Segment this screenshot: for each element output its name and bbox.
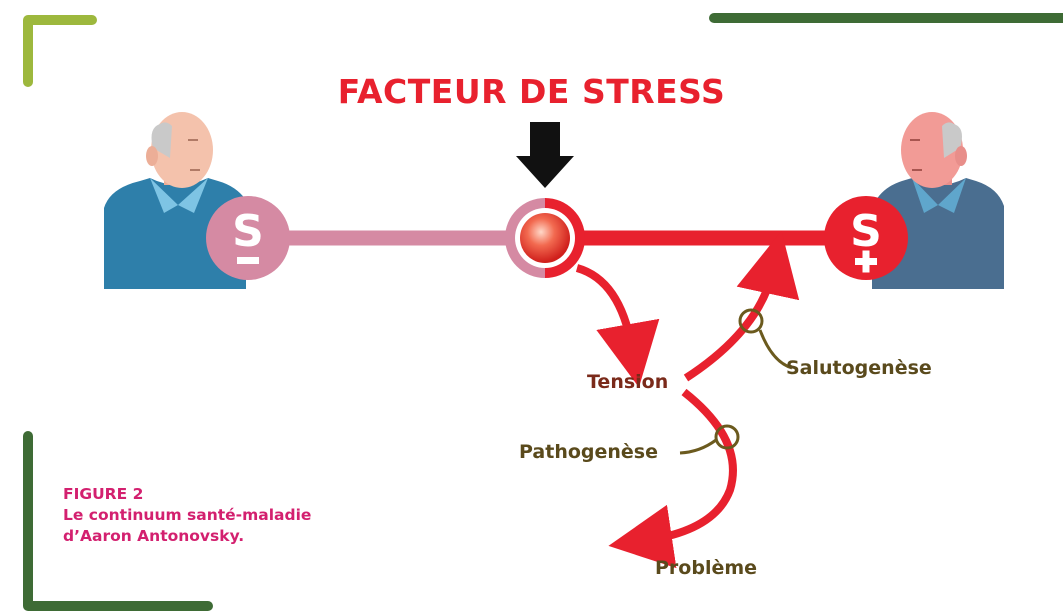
person-left-illustration [104,112,246,289]
figure-caption: FIGURE 2 Le continuum santé-maladie d’Aa… [63,484,311,547]
arrow-salutogenesis [683,230,800,382]
pathogenesis-ring [714,424,740,450]
stressor-ball [505,198,585,278]
salutogenesis-leader [758,329,793,370]
pole-left-minus-sign [237,257,259,264]
pole-right-circle [824,196,908,280]
label-tension: Tension [587,371,669,393]
pole-right-letter: S [850,206,882,257]
arrow-pathogenesis [608,388,737,569]
label-probleme: Problème [655,557,758,579]
label-salutogenese: Salutogenèse [786,357,932,379]
caption-line-2: d’Aaron Antonovsky. [63,527,245,545]
pole-right-plus-vertical [862,250,870,273]
pole-left-letter: S [232,206,264,257]
caption-figure-number: FIGURE 2 [63,485,144,503]
caption-line-1: Le continuum santé-maladie [63,506,312,524]
arrow-to-tension [575,264,660,388]
pathogenesis-leader [679,438,717,455]
frame-corner-bottom-left [23,431,213,611]
label-pathogenese: Pathogenèse [519,441,658,463]
stressor-arrow-icon [516,122,574,188]
diagram-title: FACTEUR DE STRESS [337,72,726,111]
frame-corner-top-left [23,15,97,87]
salutogenesis-ring [738,308,764,334]
pole-left-circle [206,196,290,280]
person-right-illustration [872,112,1004,289]
